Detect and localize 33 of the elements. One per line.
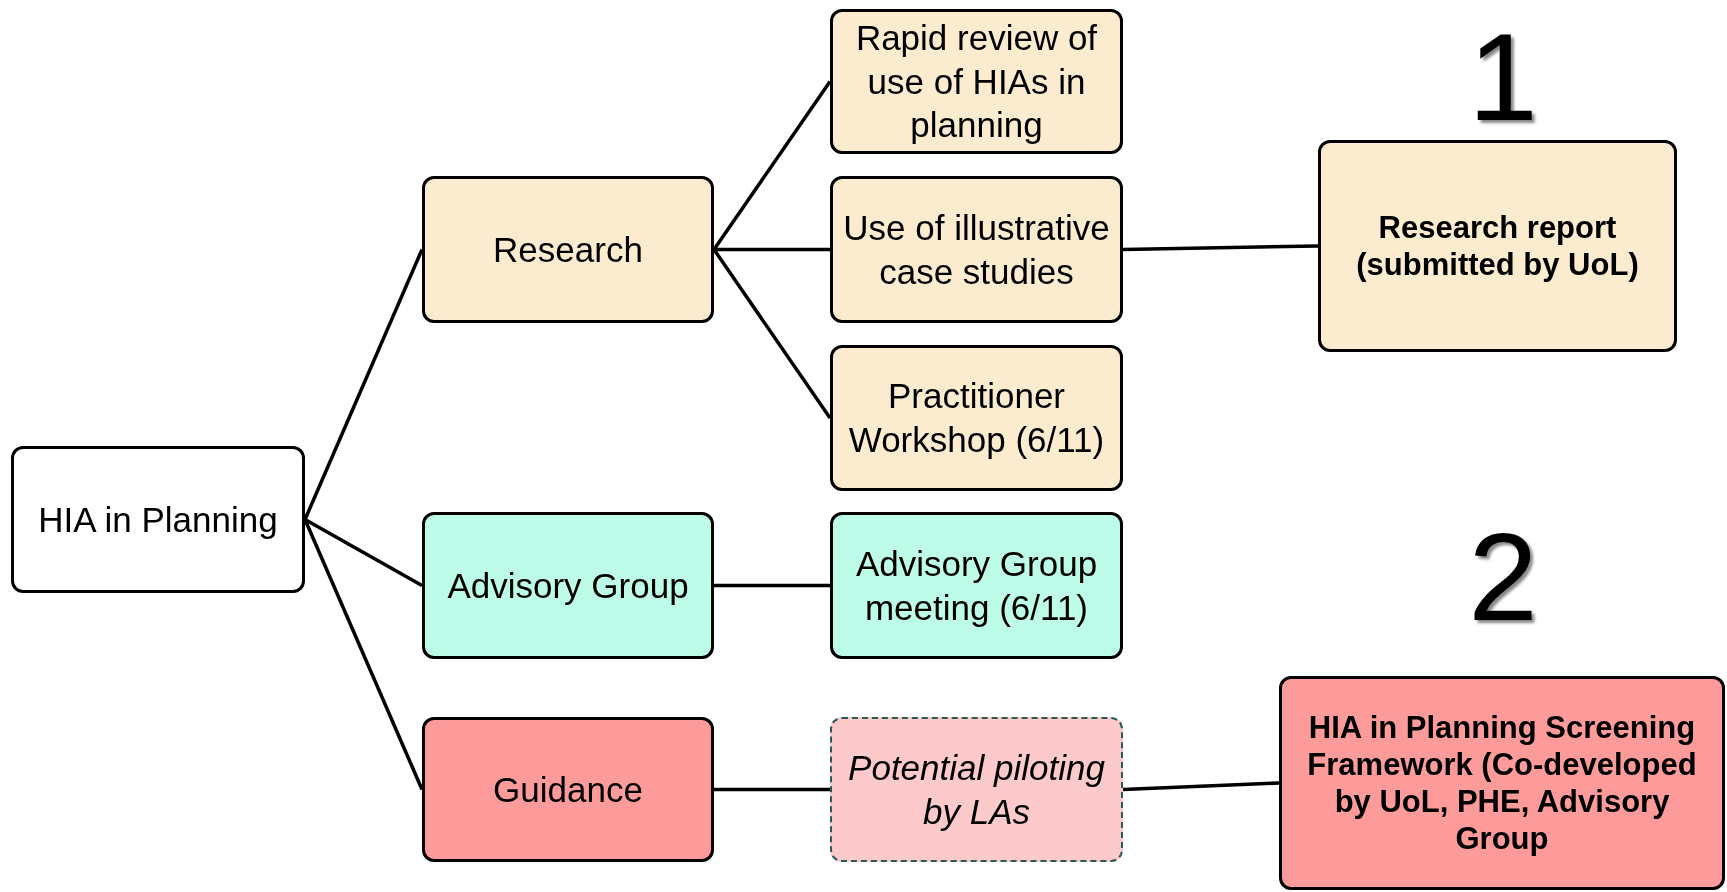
process-box: [422, 717, 714, 862]
node-text: Use of illustrative case studies: [842, 206, 1111, 293]
process-box: [830, 345, 1123, 491]
node-text: Advisory Group: [447, 564, 689, 607]
process-box: [830, 176, 1123, 323]
node-text: Research: [493, 228, 643, 271]
process-box: [11, 446, 305, 593]
connector-line: [714, 787, 830, 792]
process-box: [830, 717, 1123, 862]
connector-line: [714, 247, 830, 252]
process-box: [422, 176, 714, 323]
connector-line: [712, 80, 832, 251]
node-text: Advisory Group meeting (6/11): [854, 542, 1099, 629]
connector-line: [712, 248, 832, 419]
node-text: Potential piloting by LAs: [847, 746, 1106, 833]
node-text: HIA in Planning: [38, 498, 278, 541]
process-box: [830, 512, 1123, 659]
node-text: Research report (submitted by UoL): [1355, 208, 1640, 284]
step-number: 1: [1467, 14, 1539, 139]
connector-line: [1122, 781, 1280, 792]
connector-line: [714, 583, 830, 588]
process-box: [830, 9, 1123, 154]
node-text: HIA in Planning Screening Framework (Co-developed by UoL, PHE, Advisory Group: [1306, 708, 1698, 858]
connector-line: [303, 248, 424, 521]
step-number: 2: [1467, 514, 1539, 639]
process-box: [1279, 676, 1725, 890]
connector-line: [1122, 244, 1319, 252]
node-text: Guidance: [493, 768, 643, 811]
node-text: Rapid review of use of HIAs in planning: [854, 16, 1099, 147]
node-text: Practitioner Workshop (6/11): [847, 375, 1106, 461]
process-box: [1318, 140, 1677, 352]
connector-line: [304, 517, 423, 588]
process-box: [422, 512, 714, 659]
